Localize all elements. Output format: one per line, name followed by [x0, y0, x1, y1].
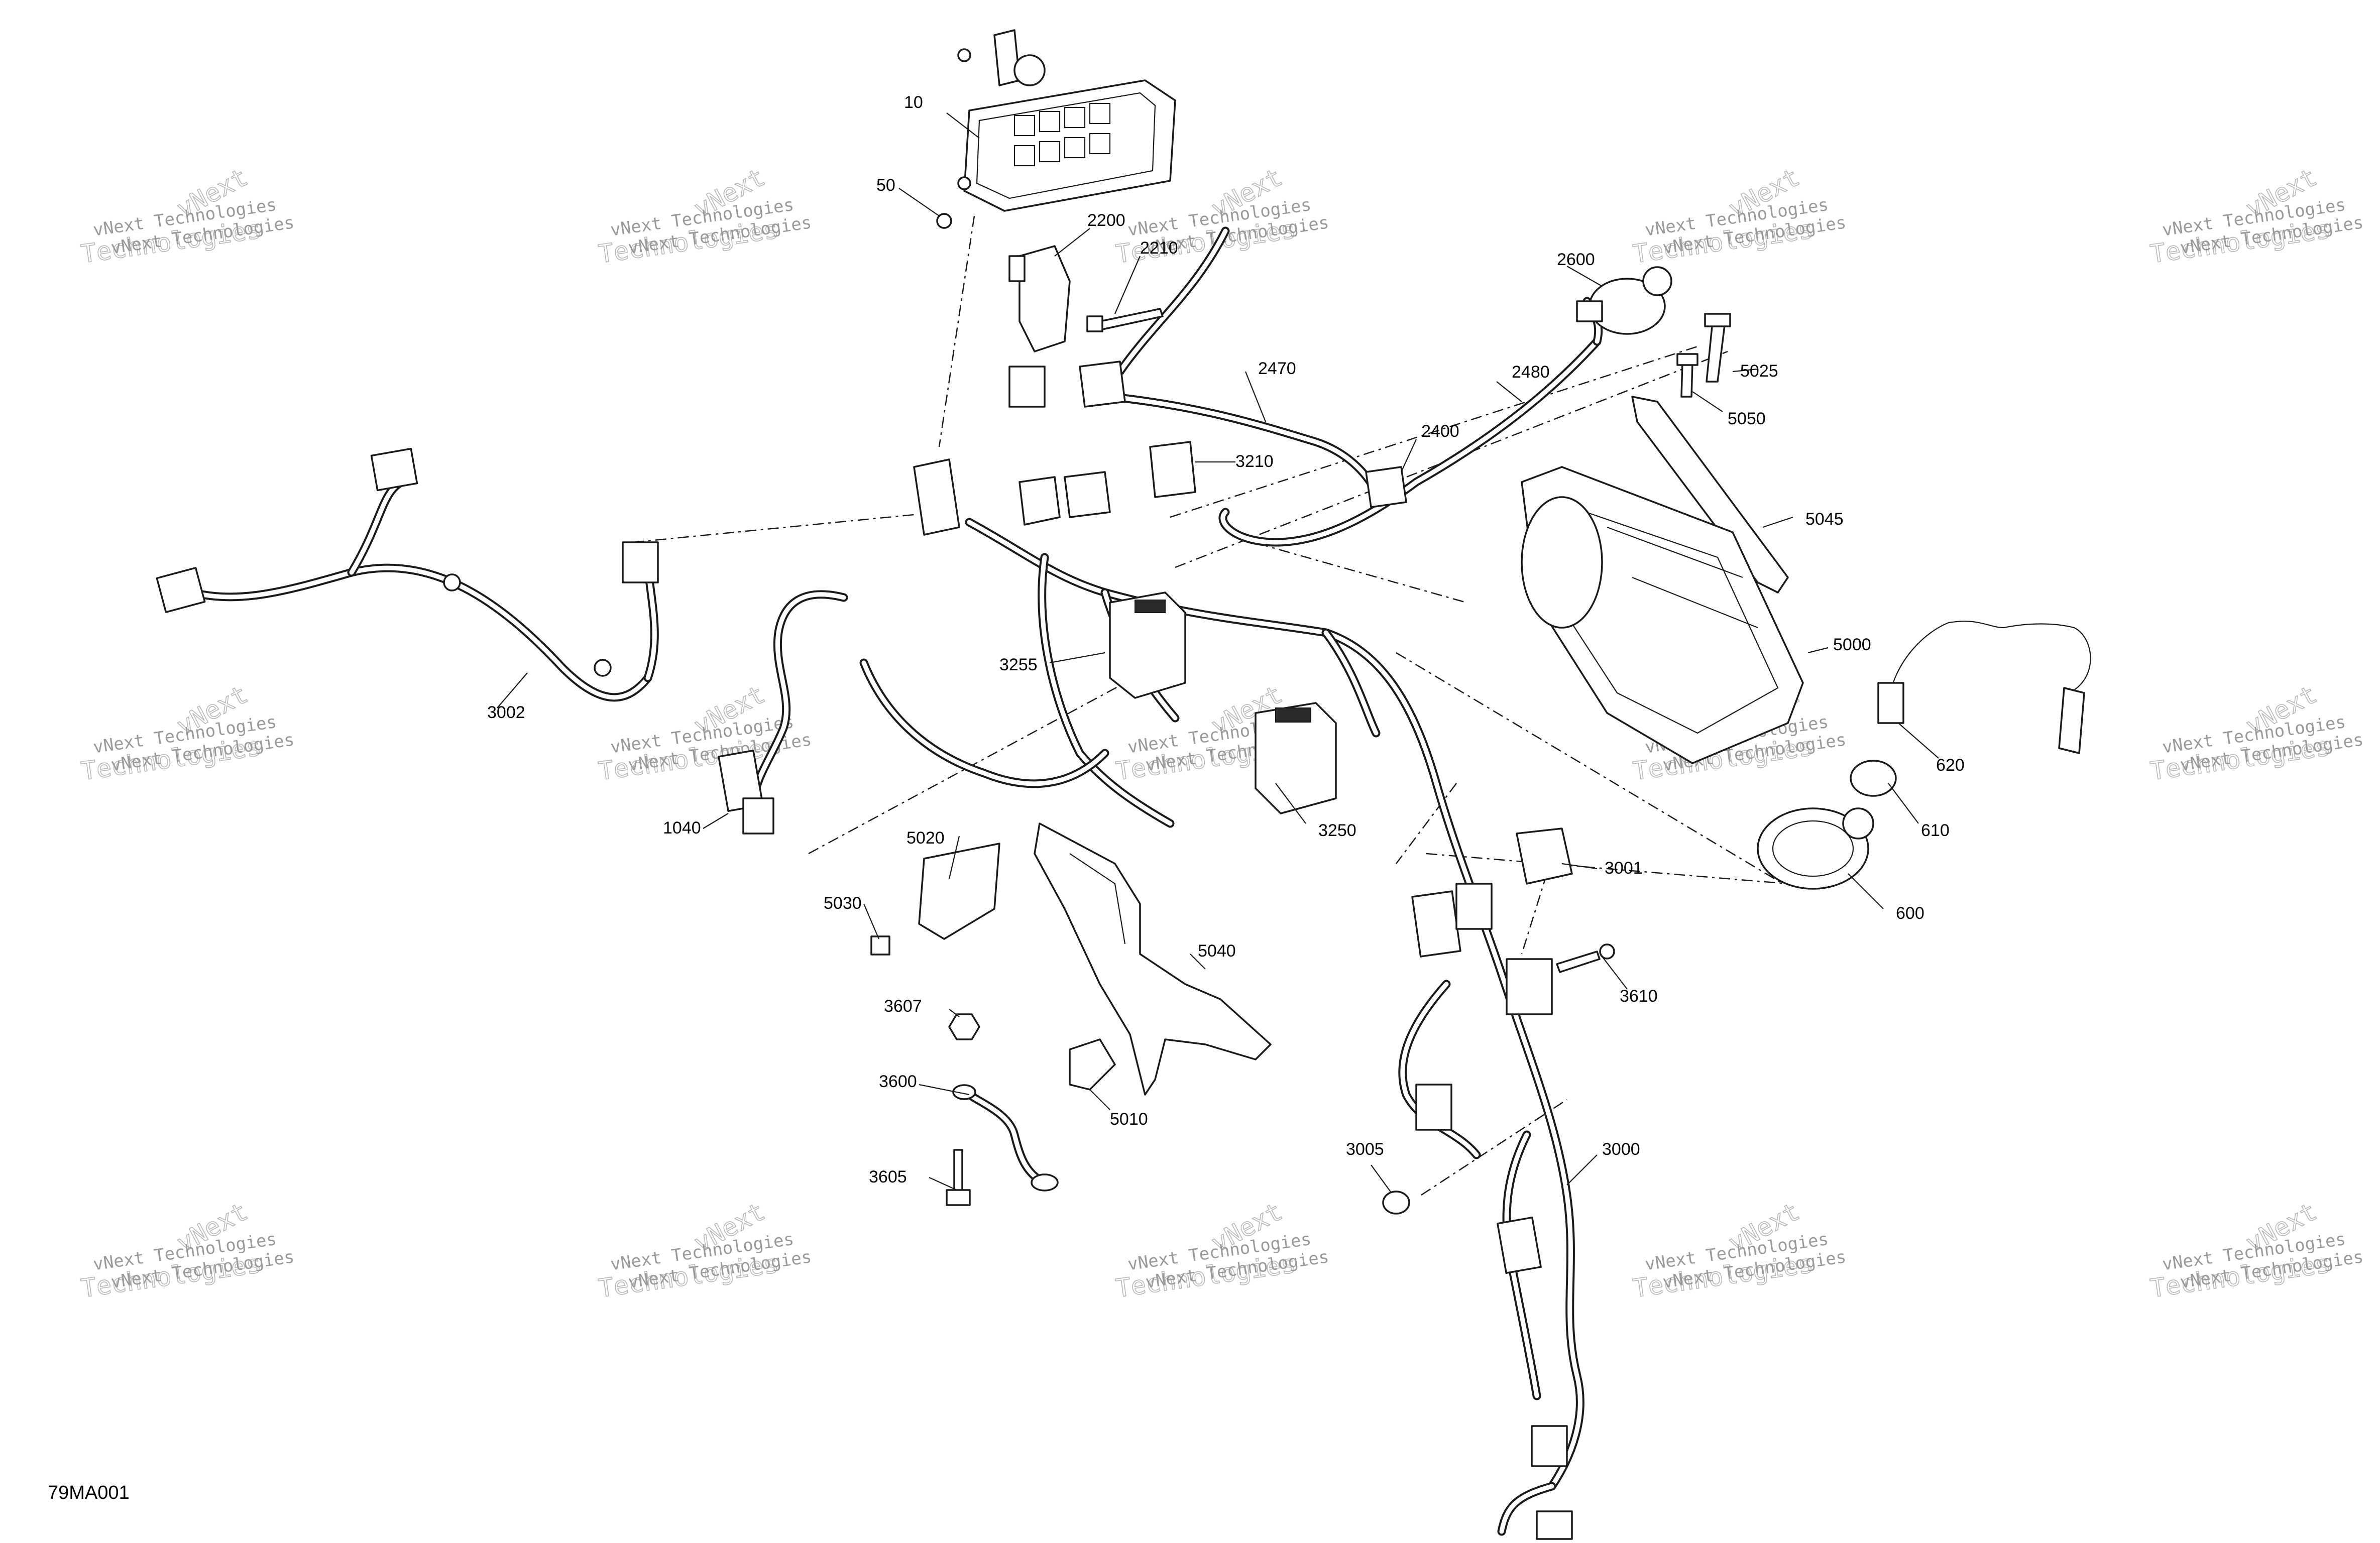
callout-3210: 3210	[1235, 452, 1274, 471]
screw-50	[936, 48, 971, 229]
tether-cord-620	[1877, 621, 2091, 754]
bolt-2210	[1086, 308, 1164, 332]
callout-3610: 3610	[1620, 987, 1658, 1006]
callout-2470: 2470	[1258, 359, 1296, 378]
connector-3002	[156, 447, 659, 677]
callout-5045: 5045	[1805, 510, 1844, 529]
sensor-1040	[718, 750, 774, 835]
callout-610: 610	[1921, 821, 1950, 840]
callout-2210: 2210	[1140, 239, 1178, 258]
drawing-code: 79MA001	[48, 1482, 130, 1503]
bolt-3610	[1556, 943, 1615, 973]
callout-50: 50	[876, 176, 895, 195]
bracket-5040	[1034, 822, 1272, 1096]
callout-3250: 3250	[1318, 821, 1356, 840]
bracket-5020	[918, 843, 1000, 940]
switch-3250	[1255, 702, 1337, 814]
callout-600: 600	[1896, 904, 1924, 923]
callout-5000: 5000	[1833, 635, 1871, 654]
ground-strap-3600	[952, 1084, 1059, 1192]
callout-3002: 3002	[487, 703, 525, 722]
nut-610	[1850, 760, 1897, 797]
clip-5010	[1069, 1038, 1116, 1091]
callout-5010: 5010	[1110, 1110, 1148, 1129]
main-harness-3000	[965, 518, 1584, 1536]
callout-10: 10	[904, 93, 923, 112]
callout-3255: 3255	[999, 655, 1038, 674]
cover-3001	[1516, 827, 1573, 885]
callout-5050: 5050	[1728, 409, 1766, 428]
key-switch-2600	[1576, 266, 1672, 335]
callout-2480: 2480	[1512, 363, 1550, 382]
callout-3600: 3600	[879, 1072, 917, 1091]
ecu-5000	[1521, 466, 1804, 764]
callout-2600: 2600	[1557, 250, 1595, 269]
part-callouts: 10 50 2200 2210 2470 2400 3210 2480 2600 5025 5050…	[487, 93, 1965, 1186]
cable-2470	[1105, 226, 1381, 497]
callout-3005: 3005	[1346, 1140, 1384, 1159]
harness-3000-connectors	[1411, 883, 1573, 1540]
leader-lines	[497, 112, 1939, 1193]
callout-2200: 2200	[1087, 211, 1125, 230]
callout-3607: 3607	[884, 997, 922, 1016]
callout-620: 620	[1936, 756, 1965, 775]
fastener-3005	[1382, 1191, 1410, 1215]
bracket-5045	[1631, 396, 1789, 594]
callout-5025: 5025	[1740, 362, 1778, 381]
callout-3001: 3001	[1605, 859, 1643, 878]
bolt-5050	[1676, 353, 1698, 398]
callout-2400: 2400	[1421, 422, 1459, 441]
nut-5030	[870, 935, 890, 956]
callout-1040: 1040	[663, 818, 701, 838]
callout-5030: 5030	[824, 894, 862, 913]
bolt-5025	[1704, 313, 1731, 383]
callout-5020: 5020	[906, 828, 945, 848]
connector-cluster	[913, 361, 1407, 536]
callout-3605: 3605	[869, 1167, 907, 1186]
bolt-3605	[946, 1149, 971, 1206]
harness-3002	[171, 478, 659, 702]
switch-600	[1757, 807, 1874, 890]
sensor-2200	[1008, 245, 1071, 408]
callout-5040: 5040	[1198, 941, 1236, 961]
fuse-box-10	[963, 29, 1176, 212]
switch-3255	[1109, 591, 1186, 699]
callout-3000: 3000	[1602, 1140, 1640, 1159]
nut-3607	[948, 1013, 980, 1040]
sub-harness-left	[859, 658, 1109, 788]
harness-1040-lead	[749, 590, 848, 803]
